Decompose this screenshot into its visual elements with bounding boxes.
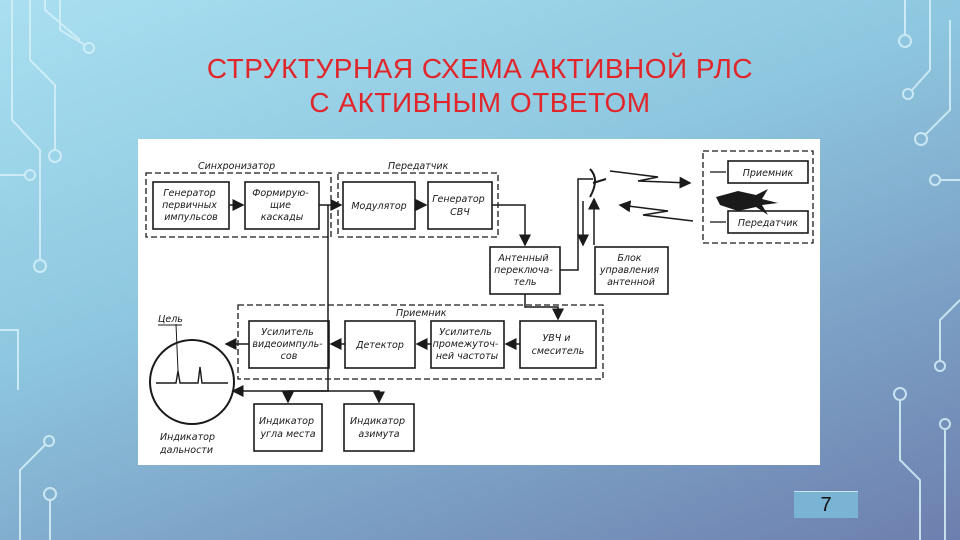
- microwave-generator-block: [427, 181, 493, 230]
- if-amplifier-label: Усилитель промежуточ- ней частоты: [433, 327, 502, 362]
- detector-block: [344, 320, 416, 369]
- slide-title-line-2: С АКТИВНЫМ ОТВЕТОМ: [309, 87, 651, 118]
- rf-amp-mixer-block: [519, 320, 597, 369]
- radar-diagram-svg: Синхронизатор Передатчик Приемник Генера…: [145, 150, 814, 456]
- page-number: 7: [794, 491, 858, 518]
- radar-block-diagram: Синхронизатор Передатчик Приемник Генера…: [138, 139, 820, 465]
- antenna-switch-label: Антенный переключа- тель: [494, 253, 556, 288]
- transponder-transmitter-label: Передатчик: [738, 218, 799, 229]
- antenna-control-block: [594, 246, 669, 295]
- range-indicator-label: Индикатор дальности: [159, 432, 218, 456]
- range-indicator-display: [149, 323, 235, 425]
- synchronizer-label: Синхронизатор: [198, 161, 275, 172]
- antenna-switch-block: [489, 246, 561, 295]
- modulator-label: Модулятор: [351, 201, 406, 212]
- modulator-block: [342, 181, 416, 230]
- receiver-label: Приемник: [396, 308, 447, 319]
- slide-title-line-1: СТРУКТУРНАЯ СХЕМА АКТИВНОЙ РЛС: [206, 53, 754, 84]
- transponder-receiver-label: Приемник: [743, 168, 794, 179]
- signal-lightning-icon: [609, 170, 694, 222]
- receiver-group: [237, 304, 604, 380]
- rf-amp-mixer-label: УВЧ и смеситель: [532, 333, 585, 357]
- azimuth-indicator-label: Индикатор азимута: [350, 416, 408, 440]
- link-microwave-switch: [492, 204, 531, 247]
- primary-pulse-generator-label: Генератор первичных импульсов: [162, 188, 220, 223]
- video-amplifier-label: Усилитель видеоимпуль- сов: [252, 327, 325, 362]
- target-label: Цель: [158, 314, 183, 325]
- link-switch-antenna: [560, 178, 593, 271]
- detector-label: Детектор: [355, 340, 404, 351]
- aircraft-icon: [710, 171, 778, 223]
- antenna-control-label: Блок управления антенной: [599, 253, 662, 288]
- slide-title: СТРУКТУРНАЯ СХЕМА АКТИВНОЙ РЛС С АКТИВНЫ…: [180, 52, 780, 120]
- shaping-cascades-label: Формирую- щие каскады: [252, 188, 311, 223]
- azimuth-indicator-block: [343, 403, 415, 452]
- transmitter-label: Передатчик: [388, 161, 449, 172]
- primary-pulse-generator-block: [152, 181, 230, 230]
- microwave-generator-label: Генератор СВЧ: [432, 194, 487, 218]
- antenna-dish-icon: [589, 168, 607, 198]
- if-amplifier-block: [430, 320, 505, 369]
- video-amplifier-block: [248, 320, 330, 369]
- transponder-group: [702, 150, 814, 244]
- transponder-transmitter-block: [727, 210, 809, 234]
- elevation-indicator-label: Индикатор угла места: [259, 416, 317, 440]
- transponder-receiver-block: [727, 160, 809, 184]
- elevation-indicator-block: [253, 403, 323, 452]
- link-sync-azimuth: [328, 390, 385, 404]
- shaping-cascades-block: [244, 181, 320, 230]
- link-switch-rfamp: [524, 294, 564, 321]
